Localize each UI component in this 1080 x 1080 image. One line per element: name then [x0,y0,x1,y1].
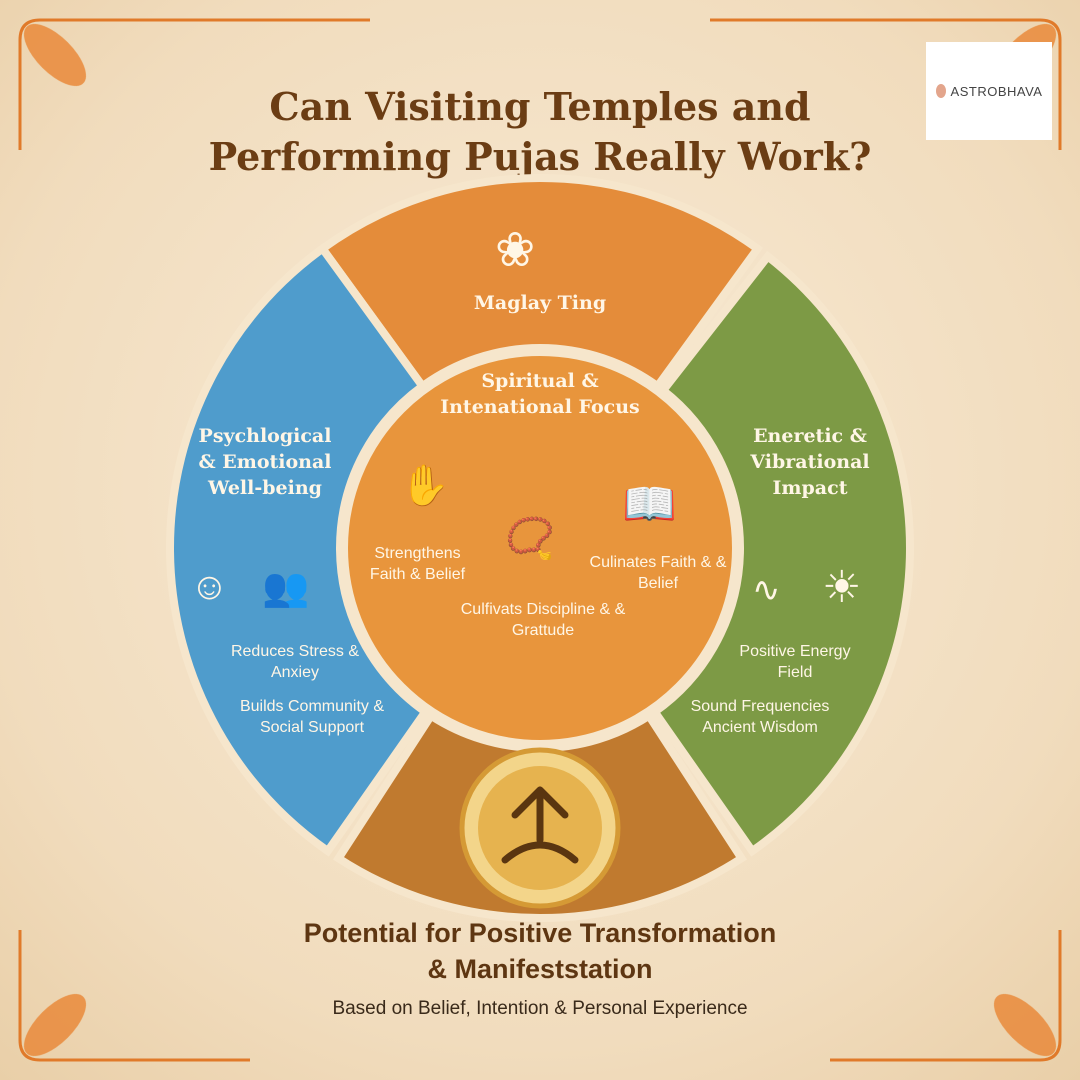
prayer-beads-icon: 📿 [505,517,555,561]
book-icon: 📖 [622,480,677,529]
upward-arrow-icon [501,786,579,864]
left-item: Reduces Stress & Anxiey [230,643,360,681]
community-icon: 👥 [262,567,310,609]
segment-left-title: Psychlogical & Emotional Well-being [198,425,332,499]
hand-flame-icon: ✋ [400,464,450,508]
brain-head-icon: ☺ [190,566,229,608]
center-item: Culinates Faith & & Belief [589,554,727,592]
footer-headline-line: Potential for Positive Transformation [303,918,777,948]
segment-top-title: Maglay Ting [473,292,607,314]
astrobhava-logo: ASTROBHAVA [926,42,1052,140]
center-circle [340,348,740,748]
right-item: Sound Frequencies Ancient Wisdom [690,698,830,736]
logo-mark-icon [935,84,946,98]
footer-headline: Potential for Positive Transformation & … [0,915,1080,987]
right-item: Positive Energy Field [739,643,851,681]
page-title: Can Visiting Temples and Performing Puja… [0,82,1080,182]
logo-text: ASTROBHAVA [950,83,1043,99]
left-item: Builds Community & Social Support [239,698,385,736]
title-line: Performing Pujas Really Work? [208,134,872,179]
title-line: Can Visiting Temples and [269,84,811,129]
footer-headline-line: & Manifeststation [427,954,653,984]
footer-subtitle: Based on Belief, Intention & Personal Ex… [332,998,748,1019]
segment-center-title: Spiritual & Intenational Focus [440,370,640,418]
lotus-icon: ❀ [495,224,536,277]
sound-wave-icon: ∿ [752,571,781,609]
sun-spiral-icon: ☀ [822,563,862,612]
center-item: Culfivats Discipline & & Grattude [460,601,626,639]
center-item: Strengthens Faith & Belief [369,545,466,583]
segment-right-title: Eneretic & Vibrational Impact [750,425,870,499]
